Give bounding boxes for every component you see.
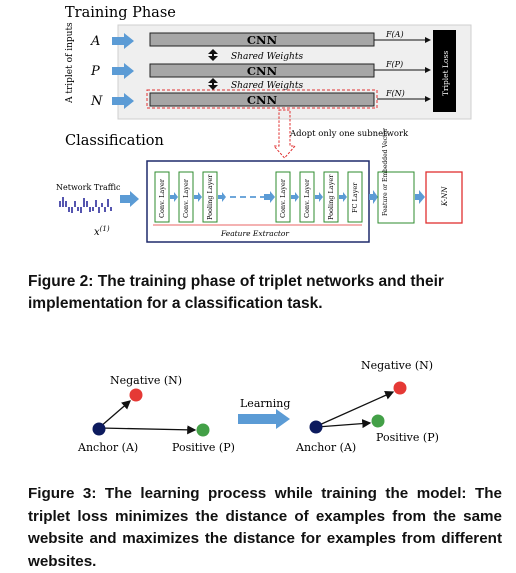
training-phase-title: Training Phase — [65, 5, 176, 21]
after-anchor-label: Anchor (A) — [295, 441, 356, 454]
before-anchor-dot — [92, 422, 106, 436]
learning-label: Learning — [240, 397, 290, 410]
layer-box — [178, 171, 194, 223]
output-fn-label: F(N) — [385, 89, 405, 98]
before-negative-dot — [129, 388, 143, 402]
learning-arrow-icon — [238, 409, 290, 429]
layer-box — [275, 171, 291, 223]
layer-label: Conv. Layer — [303, 178, 311, 218]
x-input-label: x(1) — [94, 225, 110, 238]
arrow-right-icon — [112, 63, 134, 79]
input-arrows — [112, 33, 134, 109]
arrow-right-icon — [291, 192, 299, 202]
before-positive-label: Positive (P) — [172, 441, 235, 454]
arrow-right-icon — [218, 192, 226, 202]
cnn-label-n: CNN — [247, 93, 278, 107]
triplet-inputs-label: A triplet of inputs — [65, 22, 75, 104]
arrow-right-icon — [194, 192, 202, 202]
triplet-loss-block — [433, 30, 456, 112]
arrow-right-icon — [415, 190, 425, 204]
adopt-subnetwork-note: Adopt only one subnetwork — [289, 129, 409, 139]
after-positive-label: Positive (P) — [376, 431, 439, 444]
layer-boxes: Conv. Layer Conv. Layer Pooling Layer Co… — [154, 171, 363, 223]
output-fp-label: F(P) — [385, 60, 403, 69]
feature-vector-box — [377, 171, 415, 224]
output-fa-label: F(A) — [385, 30, 404, 39]
input-p-label: P — [90, 64, 100, 79]
layer-label: Pooling Layer — [327, 174, 335, 220]
arrow-right-icon — [369, 190, 378, 204]
double-arrow-icon — [208, 78, 218, 90]
arrow-right-icon — [112, 93, 134, 109]
triplet-loss-label: Triplet Loss — [441, 51, 450, 96]
layer-label: FC Layer — [351, 182, 359, 213]
cnn-label-p: CNN — [247, 64, 278, 78]
figure-2-caption: Figure 2: The training phase of triplet … — [28, 273, 444, 312]
figure-2-diagram: Training Phase A triplet of inputs A P N… — [56, 5, 472, 243]
after-positive-dot — [371, 414, 385, 428]
after-negative-label: Negative (N) — [361, 359, 433, 372]
layer-box — [202, 171, 218, 223]
arrow-right-icon — [170, 192, 178, 202]
layer-label: Conv. Layer — [158, 178, 166, 218]
after-negative-dot — [393, 381, 407, 395]
arrow-right-icon — [112, 33, 134, 49]
feature-extractor-label: Feature Extractor — [220, 229, 289, 238]
arrow-right-icon — [120, 191, 139, 207]
double-arrow-icon — [208, 49, 218, 61]
figure-3-diagram: Negative (N) Anchor (A) Positive (P) Lea… — [77, 359, 439, 454]
layer-label: Pooling Layer — [206, 174, 214, 220]
input-n-label: N — [90, 94, 103, 109]
cnn-bar-n-dashed-outline — [146, 89, 378, 109]
layer-label: Conv. Layer — [182, 178, 190, 218]
knn-label: K-NN — [441, 186, 449, 207]
shared-weights-label-1: Shared Weights — [231, 52, 303, 62]
before-positive-dot — [196, 423, 210, 437]
layer-box — [154, 171, 170, 223]
traffic-signal-icon — [59, 197, 112, 213]
knn-box — [425, 171, 463, 224]
adopt-arrow-icon — [272, 109, 297, 159]
before-anchor-label: Anchor (A) — [77, 441, 138, 454]
shared-weights-label-2: Shared Weights — [231, 81, 303, 91]
layer-box — [347, 171, 363, 223]
before-negative-label: Negative (N) — [110, 374, 182, 387]
figure-3-caption: Figure 3: The learning process while tra… — [28, 485, 502, 570]
input-a-label: A — [90, 34, 100, 49]
cnn-label-a: CNN — [247, 33, 278, 47]
layer-box — [323, 171, 339, 223]
cnn-bar-n — [149, 92, 375, 107]
layer-label: Conv. Layer — [279, 178, 287, 218]
feature-vector-label: Feature or Embedded Vector — [382, 128, 389, 216]
classification-title: Classification — [65, 133, 164, 149]
arrow-right-icon — [264, 191, 275, 203]
after-anchor-dot — [309, 420, 323, 434]
layer-box — [299, 171, 315, 223]
layer-connector-arrows — [170, 192, 347, 202]
arrow-right-icon — [339, 192, 347, 202]
arrow-right-icon — [315, 192, 323, 202]
network-traffic-label: Network Traffic — [56, 183, 121, 192]
